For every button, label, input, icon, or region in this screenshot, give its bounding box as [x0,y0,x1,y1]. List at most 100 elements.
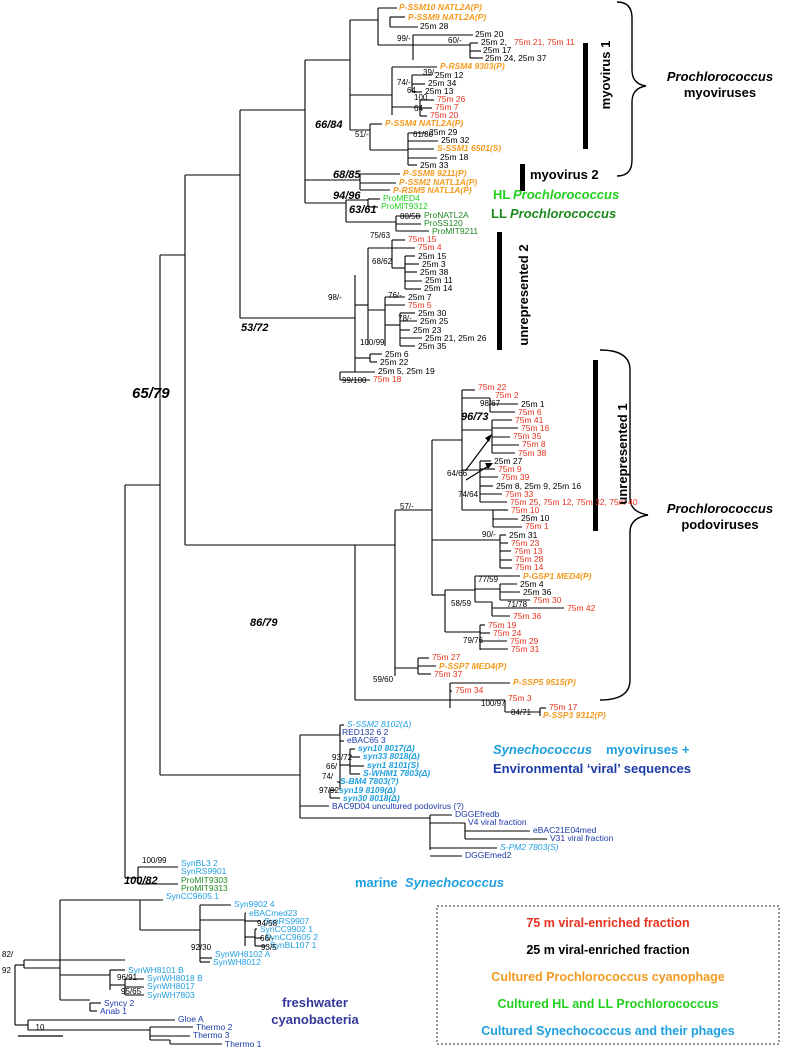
group-label: marine [355,875,398,890]
support-value: 100 [414,93,428,102]
tip-label: syn19 8109(Δ) [339,785,396,795]
tip-label: ProNATL2A [424,210,469,220]
group-label: LL [491,206,507,221]
group-label: Prochlorococcus [510,206,616,221]
support-value-bold: 86/79 [250,617,278,629]
tip-label: ProMIT9312 [381,201,428,211]
tip-label: DGGEmed2 [465,850,512,860]
tip-label: 75m 10 [511,505,540,515]
tip-label: SynWH8012 [213,957,261,967]
tip-label: 25m 7 [408,292,432,302]
support-value-bold: 53/72 [241,322,269,334]
support-values: 99/-60/-39/-74/-641006451/-61/8080/5875/… [2,34,532,996]
tip-label: Thermo 1 [225,1039,262,1049]
tip-label: 75m 41 [515,415,544,425]
support-value: 51/- [355,130,369,139]
support-value: 61/80 [413,130,434,139]
support-value-bold: 68/85 [333,169,361,181]
tip-label: Anab 1 [100,1006,127,1016]
tip-label: P-SSP7 MED4(P) [439,661,507,671]
arrow-markers [465,434,493,481]
support-value: 99/100 [342,376,367,385]
tip-label: 25m 4 [520,579,544,589]
tip-label: 25m 8, 25m 9, 25m 16 [496,481,581,491]
tip-label: 25m 21, 25m 26 [425,333,487,343]
tip-label: 75m 3 [508,693,532,703]
support-value: 58/59 [451,599,472,608]
tip-label: 25m 18 [440,152,469,162]
tip-label: 75m 19 [488,620,517,630]
tip-label: 75m 14 [515,562,544,572]
group-label: podoviruses [681,517,758,532]
tip-label: 75m 17 [549,702,578,712]
tip-label: 25m 31 [509,530,538,540]
tip-label: 75m 38 [518,448,547,458]
tip-label: 75m 4 [418,242,442,252]
tree-branches [14,7,564,1045]
tip-label: Syncy 2 [104,998,135,1008]
support-value: 64 [414,104,423,113]
support-value: 75/63 [370,231,391,240]
tip-label: 75m 34 [455,685,484,695]
tip-label: 25m 5, 25m 19 [378,366,435,376]
support-value: 100/99 [360,338,385,347]
support-value: 66/- [260,934,274,943]
tip-label: 25m 2, [481,37,507,47]
group-label: Prochlorococcus [667,501,773,516]
support-value: 59/60 [373,675,394,684]
support-value: 68/62 [372,257,393,266]
support-value-bold: 63/61 [349,204,377,216]
support-value: 98/67 [480,399,501,408]
group-label: cyanobacteria [271,1012,359,1027]
tip-label: P-RSM4 9303(P) [440,61,505,71]
support-value-bold: 94/96 [333,190,361,202]
tip-label: eBAC21E04med [533,825,597,835]
tip-label: 25m 28 [420,21,449,31]
tip-label: SynWH8102 A [215,949,271,959]
tip-label: 75m 35 [513,431,542,441]
tip-label: 75m 28 [515,554,544,564]
support-value: 60/- [448,36,462,45]
support-value-bold: 66/84 [315,119,343,131]
tip-label: 75m 30 [533,595,562,605]
tip-label: S-SSM1 6501(S) [437,143,501,153]
support-value-bold: 100/82 [124,875,158,887]
support-value: 94/58 [257,919,278,928]
tip-label: 25m 12 [435,70,464,80]
group-label: HL [493,187,510,202]
support-value: 93/5 [261,943,277,952]
tip-label: 75m 1 [525,521,549,531]
tip-label: 75m 9 [498,464,522,474]
tip-label: 75m 5 [408,300,432,310]
tip-label: SynRS9907 [264,916,310,926]
scale-label: 10 [36,1023,45,1032]
tip-label: P-SSP5 9515(P) [513,677,576,687]
tip-label: 25m 29 [429,127,458,137]
tip-label: SynWH7803 [147,990,195,1000]
tip-label: 25m 34 [428,78,457,88]
tip-label: SynBL107 1 [270,940,317,950]
tip-labels: P-SSM10 NATL2A(P)P-SSM9 NATL2A(P)25m 282… [100,2,638,1049]
support-value: 74/64 [458,490,479,499]
tip-label: 75m 15 [408,234,437,244]
tip-label: eBACmed23 [249,908,297,918]
support-value: 74/- [397,78,411,87]
support-value: 78/- [398,314,412,323]
tip-label: 75m 18 [373,374,402,384]
support-value: 76/- [388,291,402,300]
support-value: 84/71 [511,708,532,717]
tip-label: 75m 29 [510,636,539,646]
tip-label: Thermo 2 [196,1022,233,1032]
tip-label: SynCC9605 2 [265,932,318,942]
legend-entry: 75 m viral-enriched fraction [526,916,689,930]
support-value-root: 92 [2,966,11,975]
tip-label: 75m 2 [495,390,519,400]
tip-label: ProMIT9211 [432,226,478,236]
support-value-bold: 96/73 [461,411,489,423]
group-label: myoviruses + [606,742,690,757]
tip-label: 25m 25 [420,316,449,326]
tip-label: eBAC65 3 [347,735,386,745]
tip-label: 25m 11 [425,275,453,285]
tip-label: 75m 20 [430,110,459,120]
tip-label: 25m 30 [418,308,447,318]
